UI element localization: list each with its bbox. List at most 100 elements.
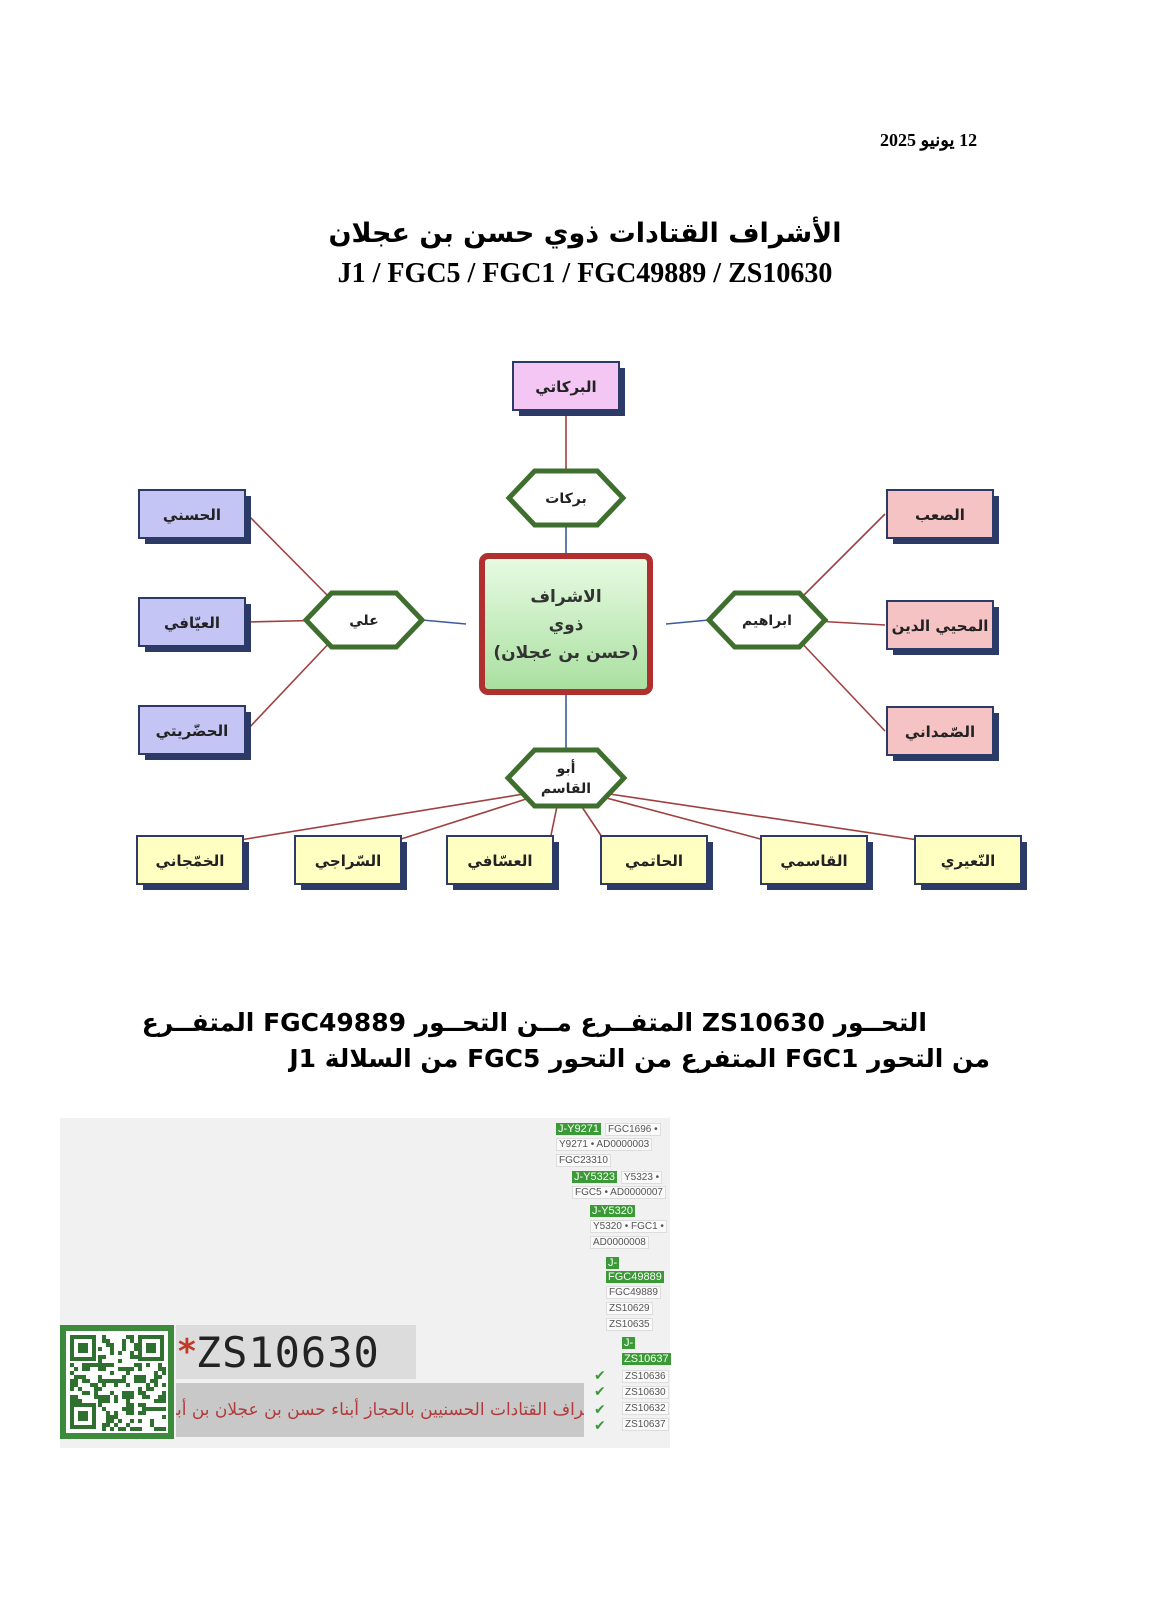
leaf-bottom-label: العسّافي: [467, 852, 532, 870]
tree-item: ZS10630: [622, 1386, 669, 1400]
tree-tag: J-Y9271: [556, 1123, 601, 1135]
hub-top-label: بركات: [545, 491, 586, 507]
tree-text: FGC1696 •: [604, 1123, 661, 1136]
tree-text: ZS10632: [622, 1402, 669, 1415]
center-label: (حسن بن عجلان): [493, 643, 638, 663]
tree-tag: J-: [622, 1337, 636, 1349]
leaf-left: الحضّريتي: [138, 705, 251, 760]
leaf-bottom-label: القاسمي: [780, 852, 847, 870]
leaf-bottom: الحاتمي: [600, 835, 713, 890]
link-left-leaf: [246, 637, 335, 731]
leaf-right: الصعب: [886, 489, 999, 544]
hub-top: بركات: [505, 468, 627, 528]
hub-right: ابراهيم: [705, 590, 829, 650]
tree-item: ZS10636: [622, 1370, 669, 1384]
hub-right-label: ابراهيم: [742, 613, 792, 629]
tree-text: ZS10636: [622, 1370, 669, 1383]
tree-item: J-Y5320: [590, 1204, 635, 1219]
check-icon: ✔: [594, 1368, 606, 1384]
leaf-top: البركاتي: [512, 361, 625, 416]
hub-bottom: أبو القاسم: [504, 747, 628, 809]
leaf-bottom: العسّافي: [446, 835, 559, 890]
tree-item: J-: [606, 1256, 620, 1271]
leaf-bottom: الخمّجاني: [136, 835, 249, 890]
tree-text: Y9271 • AD0000003: [556, 1138, 653, 1151]
leaf-right-label: الصعب: [915, 506, 965, 524]
paragraph-line-2: من التحور FGC1 المتفرع من التحور FGC5 من…: [289, 1044, 990, 1073]
date: 12 يونيو 2025: [880, 130, 978, 150]
tree-item: FGC49889: [606, 1270, 664, 1285]
link-bottom-leaf: [239, 791, 537, 841]
center-label: ذوي: [549, 615, 584, 635]
tree-item: ZS10637: [622, 1352, 671, 1367]
tree-text: ZS10637: [622, 1418, 669, 1431]
code-text: ZS10630: [195, 1327, 380, 1377]
paragraph-line-1: التحــور ZS10630 المتفــرع مــن التحــور…: [141, 1008, 927, 1037]
leaf-right-label: المحيي الدين: [892, 617, 989, 635]
link-left-leaf: [246, 513, 335, 603]
leaf-left: الحسني: [138, 489, 251, 544]
tree-item: ZS10629: [606, 1302, 653, 1316]
link-bottom-leaf: [397, 791, 549, 841]
tree-text: Y5320 • FGC1 •: [590, 1220, 667, 1233]
link-bottom-leaf: [583, 791, 765, 841]
lineage-diagram: الاشراف ذوي (حسن بن عجلان) بركات علي ابراهيم أ…: [136, 361, 1027, 890]
leaf-right: المحيي الدين: [886, 600, 999, 655]
leaf-bottom-label: النّعيري: [941, 852, 996, 871]
leaf-bottom: السّراجي: [294, 835, 407, 890]
tree-item: FGC5 • AD0000007: [572, 1186, 666, 1200]
check-icon: ✔: [594, 1418, 606, 1434]
leaf-left: العيّافي: [138, 597, 251, 652]
leaf-bottom-label: السّراجي: [315, 852, 382, 870]
tree-item: FGC23310: [556, 1154, 611, 1168]
leaf-bottom-label: الحاتمي: [625, 852, 683, 870]
leaf-bottom-label: الخمّجاني: [156, 852, 225, 870]
tree-text: AD0000008: [590, 1236, 649, 1249]
tree-text: FGC23310: [556, 1154, 611, 1167]
tree-tag: J-Y5320: [590, 1205, 635, 1217]
leaf-bottom: القاسمي: [760, 835, 873, 890]
hub-left: علي: [302, 590, 426, 650]
tree-item: AD0000008: [590, 1236, 649, 1250]
tree-item: Y5320 • FGC1 •: [590, 1220, 667, 1234]
link-bottom-leaf: [595, 791, 919, 841]
center-label: الاشراف: [530, 587, 601, 607]
tree-item: Y9271 • AD0000003: [556, 1138, 653, 1152]
page-title: الأشراف القتادات ذوي حسن بن عجلان: [328, 218, 842, 249]
haplogroup-path: J1 / FGC5 / FGC1 / FGC49889 / ZS10630: [337, 258, 833, 289]
qr-code: [60, 1325, 174, 1439]
tree-text: FGC5 • AD0000007: [572, 1186, 666, 1199]
hub-bottom-label: القاسم: [541, 781, 591, 797]
qr-icon: [66, 1331, 168, 1433]
tree-text: ZS10629: [606, 1302, 653, 1315]
tree-tag: ZS10637: [622, 1353, 671, 1365]
tree-item: J-: [622, 1336, 636, 1351]
tree-item: ZS10637: [622, 1418, 669, 1432]
leaf-right: الصّمداني: [886, 706, 999, 761]
link-right-leaf: [796, 513, 886, 603]
link-right-leaf: [796, 637, 886, 732]
tree-text: FGC49889: [606, 1286, 661, 1299]
tree-text: Y5323 •: [620, 1171, 663, 1184]
arabic-banner: تحورات الأشراف القتادات الحسنيين بالحجاز…: [176, 1383, 584, 1437]
code-banner: * ZS10630: [176, 1325, 416, 1379]
tree-tag: J-Y5323: [572, 1171, 617, 1183]
check-icon: ✔: [594, 1402, 606, 1418]
tree-item: ZS10632: [622, 1402, 669, 1416]
asterisk-icon: *: [178, 1332, 196, 1372]
tree-tag: J-: [606, 1257, 620, 1269]
leaf-left-label: العيّافي: [164, 614, 220, 632]
leaf-left-label: الحضّريتي: [156, 722, 229, 740]
tree-item: FGC49889: [606, 1286, 661, 1300]
leaf-top-label: البركاتي: [535, 378, 596, 396]
tree-text: ZS10635: [606, 1318, 653, 1331]
check-icon: ✔: [594, 1384, 606, 1400]
hub-bottom-label: أبو: [556, 759, 576, 777]
tree-tag: FGC49889: [606, 1271, 664, 1283]
hub-left-label: علي: [349, 613, 378, 629]
leaf-left-label: الحسني: [163, 506, 221, 524]
leaf-bottom: النّعيري: [914, 835, 1027, 890]
leaf-right-label: الصّمداني: [905, 723, 975, 741]
